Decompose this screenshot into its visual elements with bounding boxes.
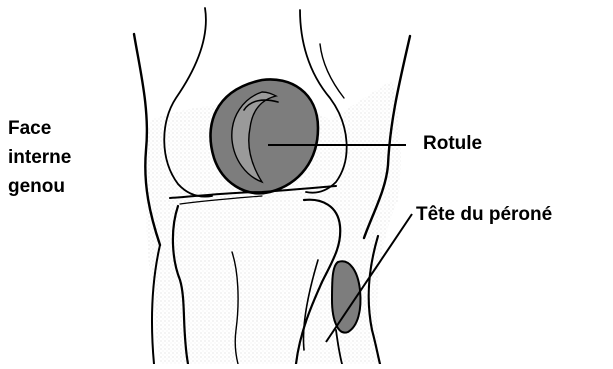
label-rotule: Rotule (423, 134, 482, 153)
label-face-line-3: genou (8, 172, 71, 201)
label-face-line-2: interne (8, 143, 71, 172)
label-face-line-1: Face (8, 114, 71, 143)
label-tete-perone: Tête du péroné (416, 205, 552, 224)
label-face-interne-genou: Face interne genou (8, 114, 71, 201)
